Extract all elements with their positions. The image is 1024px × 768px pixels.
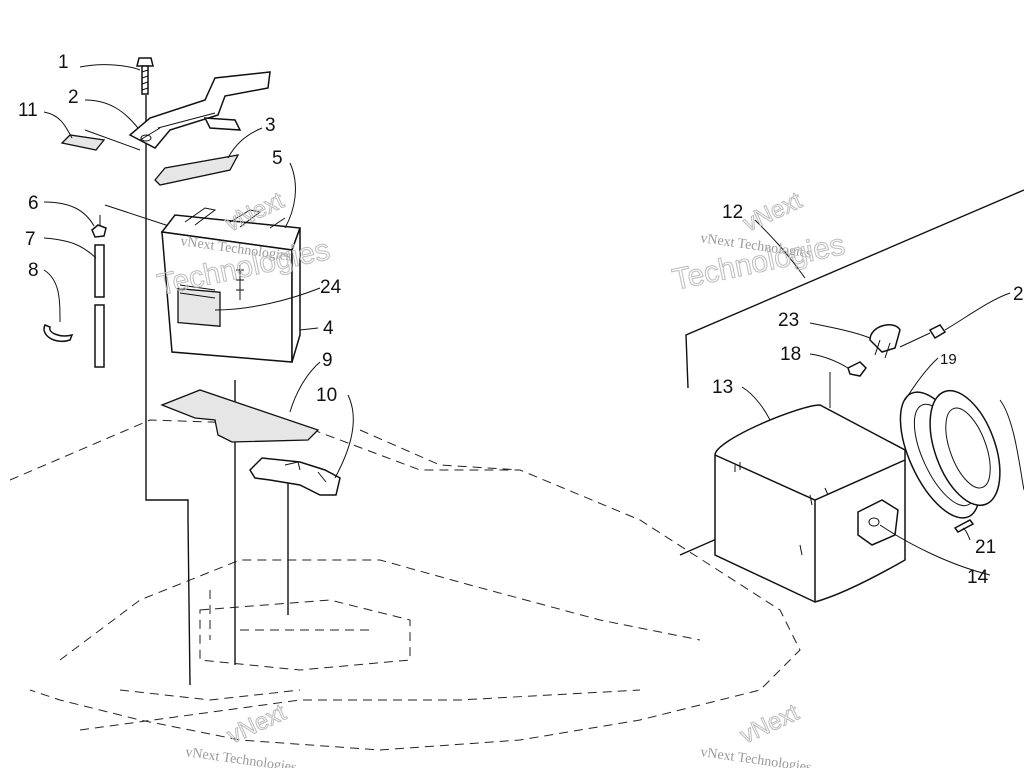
svg-text:vNext: vNext [739,187,806,238]
callout-7: 7 [25,229,36,250]
part-13-housing [714,404,906,603]
callout-leaders-left [43,64,354,479]
part-18-nut [847,361,867,377]
callout-2-right: 2 [1013,284,1024,305]
svg-text:vNext Technologies: vNext Technologies [699,745,812,768]
part-23-clamp [869,324,901,359]
part-7-tube [94,244,105,368]
part-9-mat [160,389,320,443]
part-4-battery [160,207,302,363]
part-11-pad [60,134,106,151]
watermark-left-bottom: vNext Technologies vNext [184,698,297,768]
callout-19: 19 [940,351,957,368]
callout-14: 14 [967,567,989,588]
callout-labels: 1 2 11 3 5 6 7 8 24 4 9 10 12 23 2 18 19… [18,52,1024,588]
part-2-bracket [128,71,271,149]
callout-21: 21 [975,537,996,558]
callout-6: 6 [28,193,39,214]
callout-5: 5 [272,148,283,169]
part-8-ring [43,324,74,342]
leader-lines-left [84,95,289,686]
callout-12: 12 [722,202,743,223]
svg-text:vNext: vNext [223,699,290,750]
part-21-pin [953,519,975,533]
watermark-right-bottom: vNext Technologies vNext [699,698,812,768]
part-2-screw [899,292,1011,348]
part-19-flange [899,389,1024,519]
callout-3: 3 [265,115,276,136]
callout-1: 1 [58,52,69,73]
part-1-bolt [136,57,154,95]
svg-text:vNext: vNext [736,699,803,750]
part-6-clip [91,224,107,238]
callout-4: 4 [323,318,334,339]
svg-text:vNext Technologies: vNext Technologies [184,745,297,768]
callout-leaders-right [741,322,991,576]
callout-24: 24 [320,277,342,298]
callout-10: 10 [316,385,337,406]
part-3-pad [154,154,240,186]
callout-11: 11 [18,100,38,121]
callout-23: 23 [778,310,799,331]
watermark-right-top: vNext Technologies Technologies vNext [669,186,848,297]
part-10-boot [249,457,341,496]
callout-8: 8 [28,260,39,281]
callout-2: 2 [68,87,79,108]
callout-18: 18 [780,344,801,365]
callout-13: 13 [712,377,733,398]
vehicle-outline [9,419,801,751]
callout-9: 9 [322,350,333,371]
